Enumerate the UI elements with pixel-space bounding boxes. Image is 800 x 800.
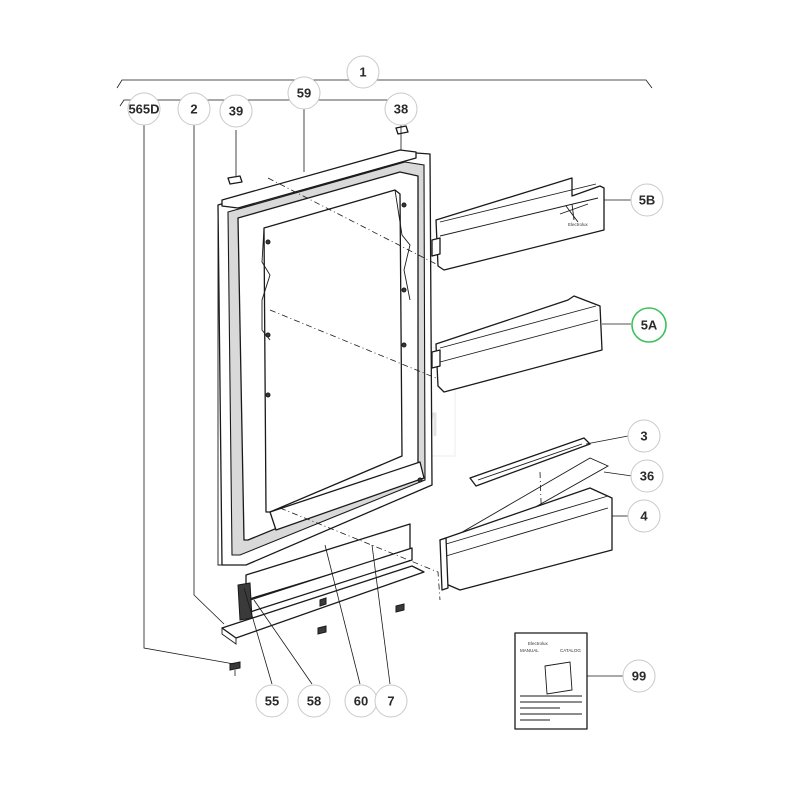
label-7: 7 (374, 684, 408, 718)
label-39: 39 (219, 94, 253, 128)
bottom-hinge-bracket (221, 523, 425, 676)
leader-lines (143, 109, 633, 685)
svg-text:2: 2 (190, 102, 197, 117)
top-trim (221, 149, 417, 209)
svg-text:58: 58 (307, 694, 321, 709)
label-60: 60 (344, 684, 378, 718)
label-5B: 5B (630, 183, 664, 217)
label-1: 1 (346, 55, 380, 89)
user-manual: Electrolux MANUAL CATALOG (514, 632, 588, 730)
hinge-pin-top-right (395, 122, 409, 150)
svg-text:Electrolux: Electrolux (568, 222, 589, 227)
label-38: 38 (384, 92, 418, 126)
label-55: 55 (255, 684, 289, 718)
svg-text:55: 55 (265, 694, 279, 709)
door-shelf-bottom (439, 487, 613, 591)
label-99: 99 (622, 659, 656, 693)
svg-text:36: 36 (640, 469, 654, 484)
label-58: 58 (297, 684, 331, 718)
hinge-pin-top-left (227, 130, 243, 185)
door-shelf-middle (431, 295, 603, 393)
svg-text:38: 38 (394, 102, 408, 117)
svg-text:60: 60 (354, 694, 368, 709)
manual-line-1: MANUAL (520, 648, 539, 653)
svg-text:3: 3 (640, 429, 647, 444)
label-36: 36 (630, 459, 664, 493)
label-59: 59 (287, 76, 321, 110)
manual-line-2: CATALOG (560, 648, 581, 653)
label-5A: 5A (631, 307, 667, 343)
svg-text:1: 1 (359, 65, 366, 80)
svg-text:59: 59 (297, 86, 311, 101)
svg-text:39: 39 (229, 104, 243, 119)
label-2: 2 (177, 92, 211, 126)
part-labels: 1 565D 2 39 59 38 5B 5A 3 36 4 99 55 58 … (127, 55, 667, 718)
svg-text:5B: 5B (639, 193, 656, 208)
label-4: 4 (627, 499, 661, 533)
svg-text:4: 4 (640, 509, 648, 524)
label-3: 3 (627, 419, 661, 453)
shelf-rail (469, 437, 591, 487)
svg-text:565D: 565D (128, 102, 159, 117)
svg-text:99: 99 (632, 669, 646, 684)
door-panel (217, 151, 433, 566)
manual-brand: Electrolux (528, 641, 549, 646)
label-565D: 565D (127, 92, 161, 126)
door-shelf-upper: Electrolux (431, 177, 605, 271)
svg-text:7: 7 (387, 694, 394, 709)
svg-text:5A: 5A (641, 318, 658, 333)
